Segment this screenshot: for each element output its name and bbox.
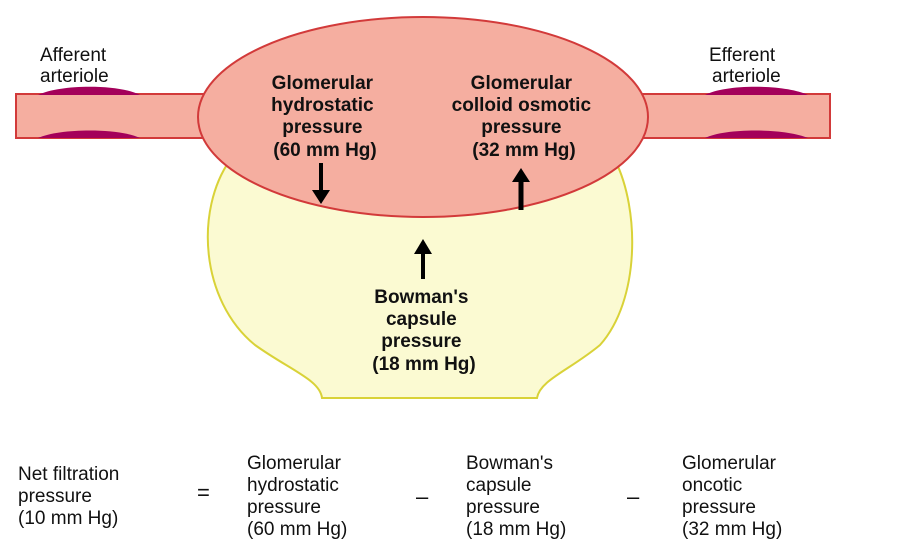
bowmans-capsule-term: Bowman's capsule pressure (18 mm Hg) [466,453,567,540]
bowmans-capsule-pressure-label: Bowman's capsule pressure (18 mm Hg) [372,287,475,375]
glomerular-oncotic-term: Glomerular oncotic pressure (32 mm Hg) [682,453,783,540]
efferent-arteriole-label: Efferent arteriole [709,45,781,87]
glomerular-colloid-osmotic-pressure-label: Glomerular colloid osmotic pressure (32 … [452,73,597,161]
bowmans-capsule [206,159,634,399]
glomerulus [197,16,649,218]
efferent-lower-cushion [705,130,808,138]
efferent-upper-cushion [705,86,808,95]
down-arrow-icon [312,163,330,204]
glomerular-hydrostatic-term: Glomerular hydrostatic pressure (60 mm H… [247,453,348,540]
glomerular-hydrostatic-pressure-label: Glomerular hydrostatic pressure (60 mm H… [271,73,379,161]
minus-sign: – [416,484,429,509]
afferent-upper-cushion [38,86,140,95]
up-arrow-icon [512,168,530,210]
afferent-lower-cushion [38,130,140,138]
equals-sign: = [197,480,210,505]
afferent-arteriole-label: Afferent arteriole [40,45,111,87]
up-arrow-icon [414,239,432,279]
net-filtration-pressure-term: Net filtration pressure (10 mm Hg) [18,464,120,529]
minus-sign: – [627,484,640,509]
